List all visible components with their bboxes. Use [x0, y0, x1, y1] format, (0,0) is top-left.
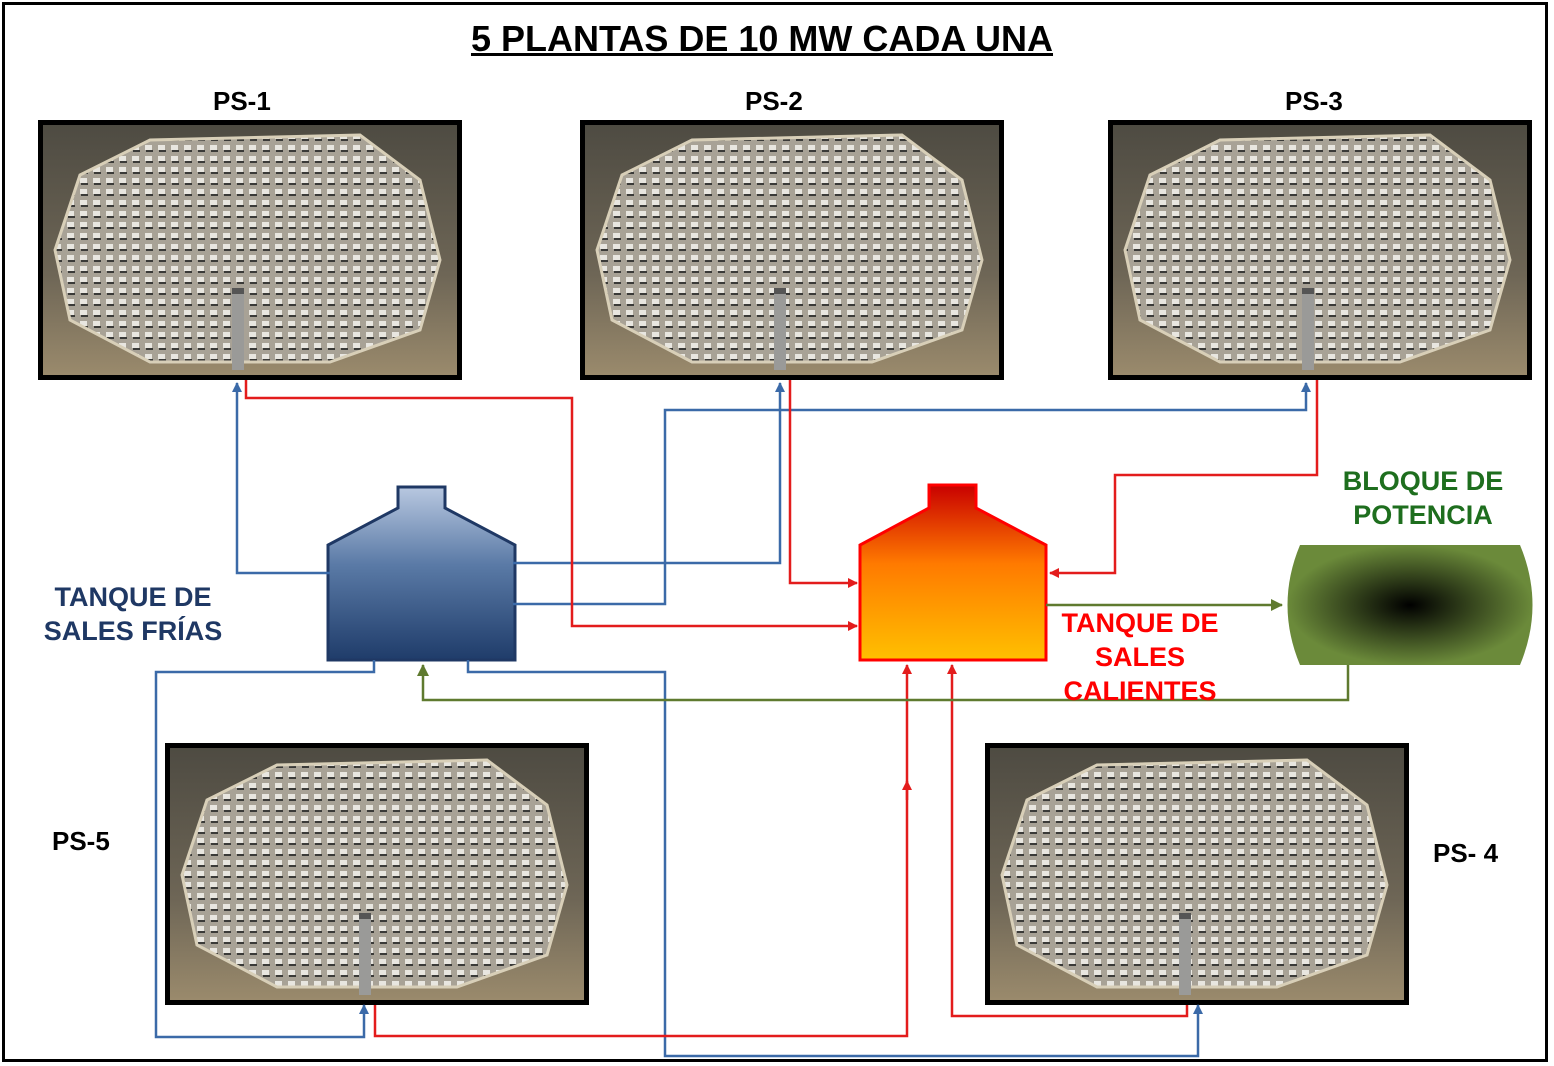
hot-salt-lines	[244, 380, 1319, 1038]
plant-label-ps-3: PS-3	[1285, 86, 1343, 116]
plant-label-ps-2: PS-2	[745, 86, 803, 116]
hot-tank-label: TANQUE DE SALES CALIENTES	[1040, 606, 1240, 708]
plant-image-ps-4	[985, 743, 1409, 1005]
hot-tank-label-line3: CALIENTES	[1063, 676, 1217, 706]
power-block-label-line1: BLOQUE DE	[1342, 466, 1504, 496]
plant-image-ps-3	[1108, 120, 1532, 380]
cold-salt-tank	[326, 485, 517, 662]
cold-salt-lines	[154, 382, 1311, 1058]
plant-image-ps-5	[165, 743, 589, 1005]
diagram-title: 5 PLANTAS DE 10 MW CADA UNA	[470, 18, 1054, 59]
hot-tank-label-line1: TANQUE DE	[1061, 608, 1219, 638]
plant-image-ps-1	[38, 120, 462, 380]
cold-tank-label-line2: SALES FRÍAS	[43, 616, 223, 646]
cold-tank-label-line1: TANQUE DE	[54, 582, 212, 612]
plant-label-ps-1: PS-1	[213, 86, 271, 116]
cold-tank-label: TANQUE DE SALES FRÍAS	[22, 580, 244, 648]
hot-salt-tank	[858, 483, 1048, 662]
power-block-label-line2: POTENCIA	[1353, 500, 1493, 530]
plant-label-ps-5: PS-5	[52, 826, 110, 856]
power-block	[1287, 545, 1533, 665]
hot-tank-label-line2: SALES	[1094, 642, 1186, 672]
power-block-label: BLOQUE DE POTENCIA	[1318, 464, 1528, 532]
plant-label-ps-4: PS- 4	[1433, 838, 1499, 868]
power-lines	[417, 599, 1350, 702]
plant-image-ps-2	[580, 120, 1004, 380]
